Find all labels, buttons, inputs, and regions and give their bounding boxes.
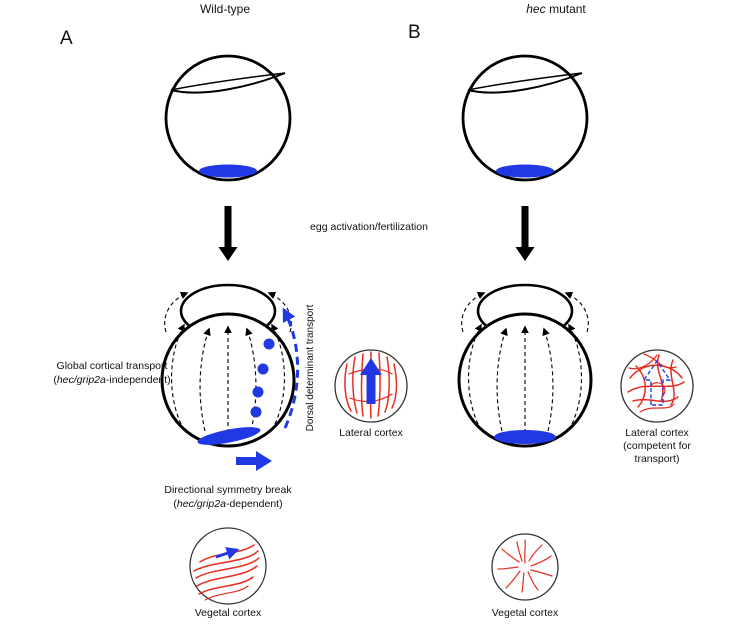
dorsal-transport-label: Dorsal determinant transport [305,304,316,431]
microtubules-tangled [627,353,685,413]
vegetal-determinant-pool-a [197,427,261,445]
activation-arrow-b [515,206,535,261]
microtubules-radial [497,539,553,593]
lateral-cortex-label-b-line2: (competent for [623,440,691,452]
egg-activation-label: egg activation/fertilization [310,221,428,233]
egg-unfertilized-a [164,54,292,182]
microtubules-aligned [344,351,398,419]
symmetry-break-label-line2: (hec/grip2a-dependent) [173,498,282,510]
determinant-dot [252,386,264,398]
title-hec-gene: hec [526,2,545,16]
vegetal-cortex-label-a: Vegetal cortex [195,607,262,619]
potential-transport-arrow-outline [642,359,672,406]
vegetal-cortex-inset-a [189,527,267,605]
egg-activated-b [459,285,591,446]
symmetry-break-arrow [236,451,272,471]
global-transport-label-line2: (hec/grip2a-independent) [53,374,170,386]
vegetal-cortex-label-b: Vegetal cortex [492,607,559,619]
dorsal-transport-arrow [282,307,300,429]
lateral-cortex-label-a: Lateral cortex [339,427,403,439]
determinant-dot [263,338,275,350]
determinant-dot [250,406,262,418]
determinant-dot [257,363,269,375]
global-transport-label-line1: Global cortical transport [57,360,168,372]
egg-activated-a [162,285,294,446]
lateral-cortex-label-b-line1: Lateral cortex [625,427,689,439]
lateral-cortex-label-b-line3: transport) [635,453,680,465]
egg-unfertilized-b [461,54,589,182]
lateral-cortex-inset-b [620,349,694,423]
vegetal-determinant-pool-b [494,430,556,444]
dorsal-determinants-a [197,307,300,471]
transport-direction-arrow [360,358,382,404]
microtubule-bundles-aligned [193,544,260,601]
panel-label-b: B [408,22,421,43]
title-mutant-word: mutant [549,2,586,16]
title-hec-mutant: hec mutant [526,2,586,16]
symmetry-break-label-line1: Directional symmetry break [164,484,292,496]
vegetal-transport-arrow [215,547,240,560]
lateral-cortex-inset-a [334,349,408,423]
title-wild-type: Wild-type [200,2,250,16]
panel-label-a: A [60,28,73,49]
activation-arrow-a [218,206,238,261]
vegetal-cortex-inset-b [491,533,559,601]
